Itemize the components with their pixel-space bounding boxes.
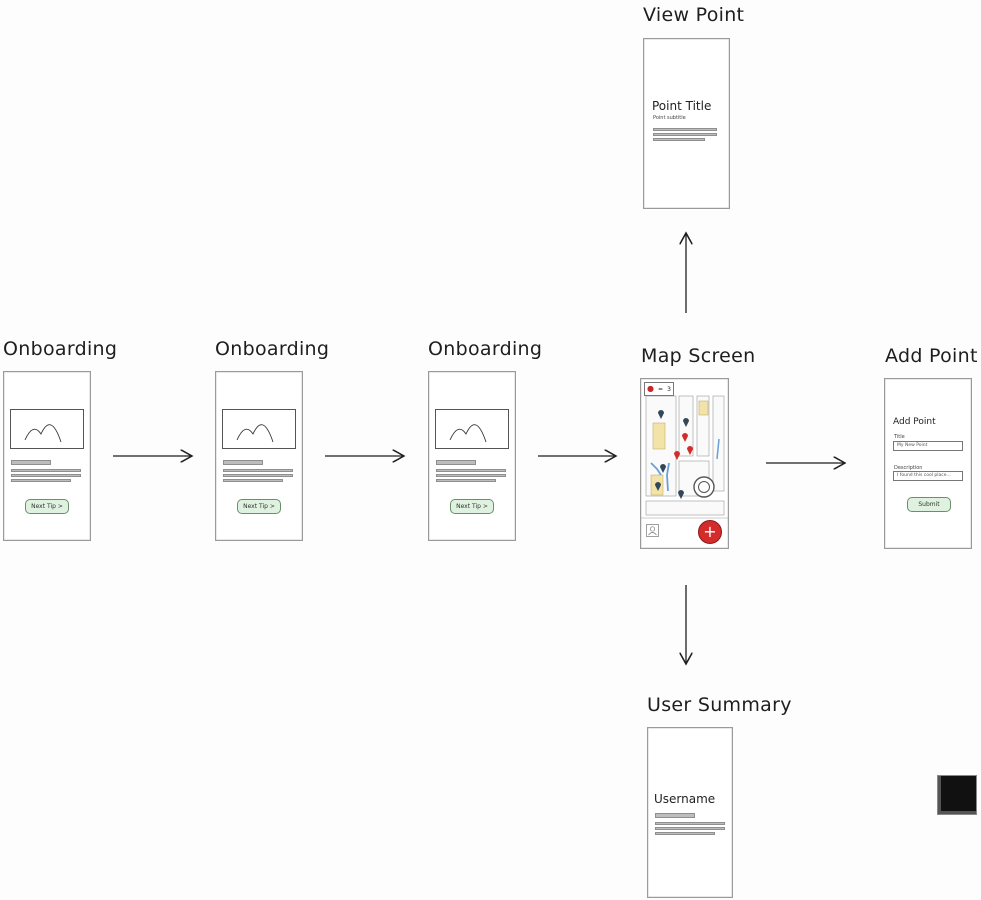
username-heading: Username	[654, 792, 716, 806]
onboarding-3-screen: Next Tip >	[428, 371, 516, 541]
onboarding-3-title: Onboarding	[428, 338, 543, 360]
user-profile-icon[interactable]	[646, 524, 659, 537]
text-bar	[223, 474, 293, 477]
onboarding-1-screen: Next Tip >	[3, 371, 91, 541]
text-bar	[11, 474, 81, 477]
point-subtitle: Point subtitle	[653, 115, 686, 121]
text-bar	[655, 827, 725, 830]
add-point-button[interactable]: +	[698, 520, 722, 544]
text-bar	[11, 479, 71, 482]
text-bar	[436, 474, 506, 477]
title-field[interactable]: My New Point	[893, 441, 963, 451]
title-label: Title	[894, 434, 905, 440]
map-pin-icon[interactable]	[677, 488, 685, 499]
text-bar	[436, 469, 506, 472]
add-point-screen: Add Point Title My New Point Description…	[884, 378, 972, 549]
map-pin-icon[interactable]	[657, 408, 665, 419]
onboarding-2-screen: Next Tip >	[215, 371, 303, 541]
text-bar	[655, 832, 715, 835]
red-map-pin-icon[interactable]	[686, 444, 694, 455]
red-map-pin-icon[interactable]	[673, 449, 681, 460]
text-bar	[11, 460, 51, 465]
point-title-heading: Point Title	[652, 99, 712, 113]
next-tip-button[interactable]: Next Tip >	[237, 499, 281, 514]
text-bar	[436, 460, 476, 465]
points-counter: ● = 3	[644, 382, 674, 396]
map-illustration	[641, 395, 728, 519]
map-pin-icon[interactable]	[654, 480, 662, 491]
text-bar	[655, 822, 725, 825]
text-bar	[223, 469, 293, 472]
description-field[interactable]: I found this cool place...	[893, 471, 963, 481]
text-bar	[655, 813, 695, 818]
image-placeholder-icon	[10, 409, 84, 449]
view-point-screen: Point Title Point subtitle	[643, 38, 730, 209]
user-summary-title: User Summary	[647, 694, 792, 716]
add-point-heading: Add Point	[893, 417, 936, 427]
text-bar	[436, 479, 496, 482]
image-placeholder-icon	[222, 409, 296, 449]
text-bar	[11, 469, 81, 472]
map-pin-icon[interactable]	[682, 416, 690, 427]
red-pin-icon: ●	[647, 384, 654, 393]
text-bar	[653, 138, 705, 141]
counter-separator: =	[658, 385, 664, 393]
text-bar	[223, 460, 263, 465]
next-tip-button[interactable]: Next Tip >	[450, 499, 494, 514]
image-placeholder-icon	[435, 409, 509, 449]
add-point-title: Add Point	[885, 345, 978, 367]
counter-value: 3	[667, 385, 671, 393]
black-square-icon	[937, 775, 977, 815]
next-tip-button[interactable]: Next Tip >	[25, 499, 69, 514]
text-bar	[653, 128, 717, 131]
text-bar	[223, 479, 283, 482]
view-point-title: View Point	[643, 4, 745, 26]
onboarding-2-title: Onboarding	[215, 338, 330, 360]
map-pin-icon[interactable]	[659, 462, 667, 473]
map-screen-title: Map Screen	[641, 345, 756, 367]
map-screen: ● = 3 +	[640, 378, 729, 549]
description-label: Description	[894, 465, 923, 471]
submit-button[interactable]: Submit	[907, 497, 951, 512]
red-map-pin-icon[interactable]	[681, 431, 689, 442]
text-bar	[653, 133, 717, 136]
onboarding-1-title: Onboarding	[3, 338, 118, 360]
user-summary-screen: Username	[647, 727, 733, 898]
